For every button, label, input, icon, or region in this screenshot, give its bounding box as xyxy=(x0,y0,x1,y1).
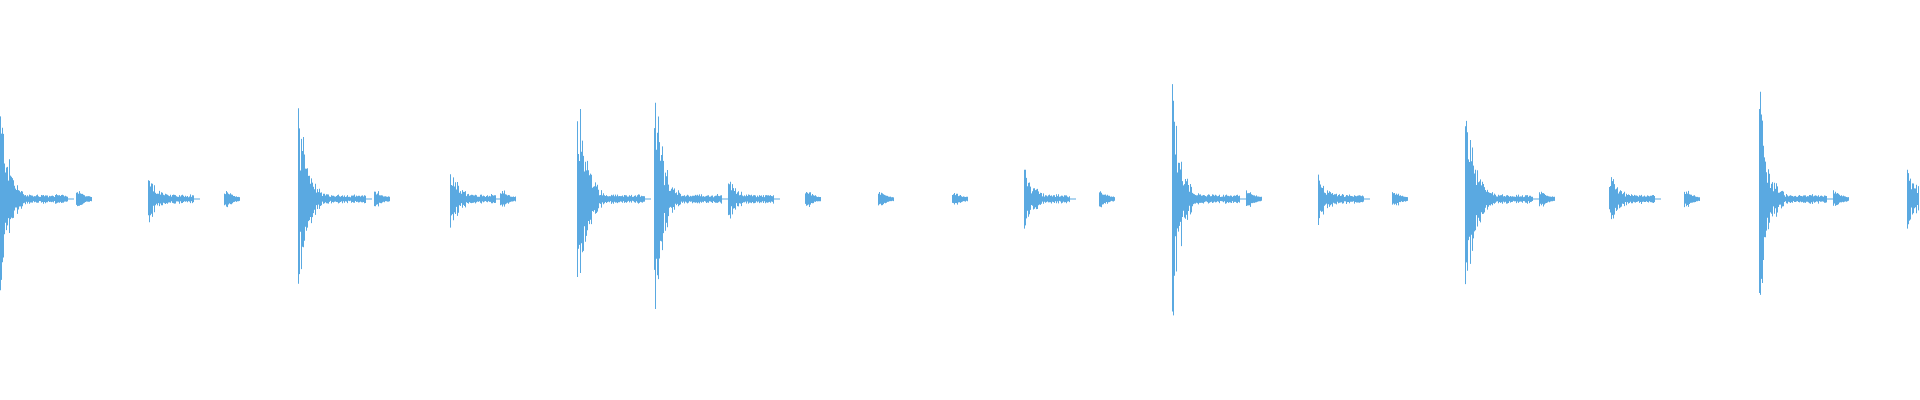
waveform-transient-15 xyxy=(1024,169,1076,229)
waveform-transient-10 xyxy=(654,102,728,309)
waveform-transient-1 xyxy=(0,116,74,291)
waveform-transient-7 xyxy=(450,174,502,228)
waveform-transient-8 xyxy=(500,190,516,207)
waveform-transient-22 xyxy=(1539,191,1555,207)
waveform-transient-5 xyxy=(298,108,372,284)
waveform-transient-20 xyxy=(1392,192,1408,206)
waveform-transient-2 xyxy=(76,191,92,207)
waveform-transient-6 xyxy=(374,191,390,207)
waveform-transient-4 xyxy=(224,191,240,208)
waveform-transient-26 xyxy=(1833,190,1849,206)
waveform-transient-21 xyxy=(1465,120,1539,285)
waveform-transient-16 xyxy=(1099,191,1115,208)
waveform-transient-24 xyxy=(1684,190,1700,208)
waveform-transient-12 xyxy=(805,192,821,207)
waveform-transient-14 xyxy=(952,193,968,205)
waveform-transient-9 xyxy=(577,109,651,277)
waveform-transient-27 xyxy=(1907,169,1920,229)
waveform-transient-11 xyxy=(728,181,780,219)
waveform-transient-13 xyxy=(878,192,894,206)
waveform-transient-3 xyxy=(148,180,200,223)
waveform-transient-23 xyxy=(1609,177,1661,220)
waveform-transient-19 xyxy=(1318,174,1370,225)
waveform-transient-18 xyxy=(1246,190,1262,207)
waveform-transients xyxy=(0,84,1920,316)
waveform-transient-17 xyxy=(1172,84,1246,316)
waveform-transient-25 xyxy=(1759,91,1833,295)
